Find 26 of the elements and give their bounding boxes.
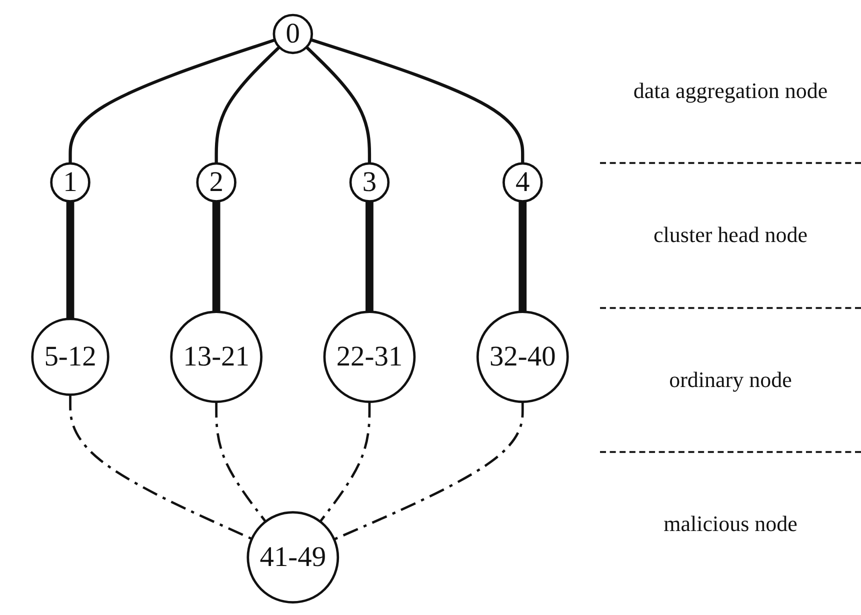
connector [310,38,524,164]
node-circle: 22-31 [323,310,416,404]
layer-label: cluster head node [654,222,808,248]
connector [68,38,276,164]
connector [66,201,74,319]
layer-label: malicious node [664,510,798,537]
node-circle: 0 [272,14,314,54]
node-circle: 4 [502,162,543,202]
connector [215,402,267,522]
connector [305,46,372,164]
connector [69,394,252,540]
node-circle: 2 [196,162,236,202]
node-circle: 1 [50,162,90,202]
node-circle: 32-40 [476,310,569,404]
layer-label: ordinary node [669,366,792,393]
connector [518,201,527,312]
node-circle: 3 [349,162,390,202]
connector [334,402,524,540]
node-circle: 41-49 [246,511,340,604]
node-circle: 13-21 [170,310,262,404]
connector [214,46,280,164]
layer-label: data aggregation node [633,78,828,104]
connector [319,402,371,522]
connector [366,201,374,312]
connector [212,201,220,312]
node-circle: 5-12 [31,318,110,396]
